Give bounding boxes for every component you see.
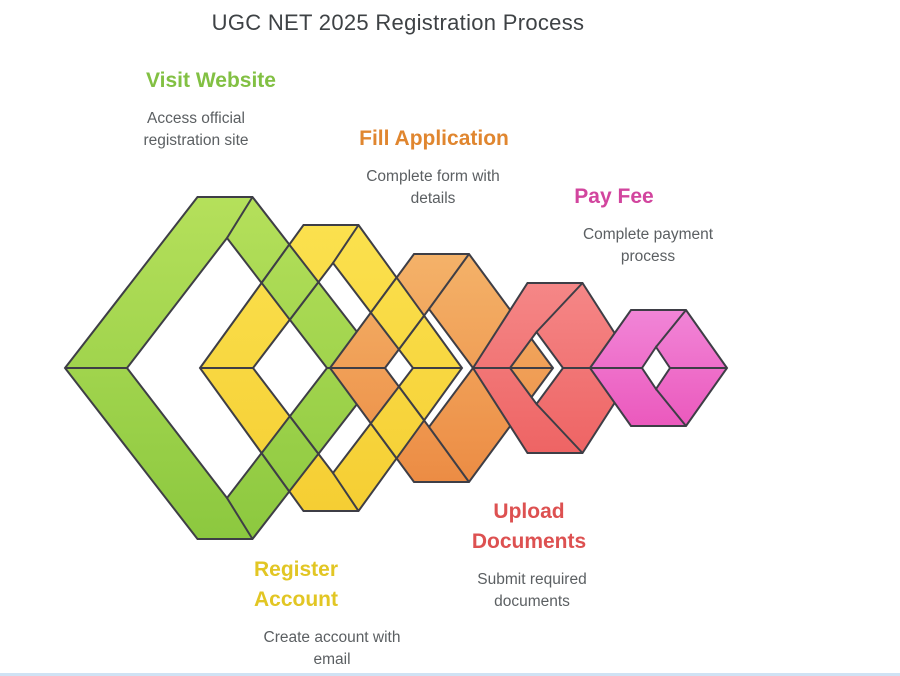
step-label-fill-application: Fill Application (359, 127, 509, 150)
ring-upload-documents (471, 282, 639, 454)
weave-patch (260, 414, 320, 494)
weave-patch (369, 384, 426, 461)
step-label-visit-website: Visit Website (146, 69, 276, 92)
step-desc-register-account: Create account with email (263, 629, 401, 668)
weave-patch (260, 242, 320, 322)
page-title: UGC NET 2025 Registration Process (211, 10, 585, 35)
bottom-edge-strip (0, 673, 900, 676)
step-desc-fill-application: Complete form with details (366, 168, 500, 207)
step-desc-pay-fee: Complete payment process (582, 226, 714, 265)
step-desc-upload-documents: Submit required documents (477, 571, 587, 610)
step-label-upload-documents: Upload Documents (471, 500, 587, 553)
weave-patch (369, 275, 426, 352)
ring-pay-fee (588, 309, 729, 427)
step-label-register-account: Register Account (253, 558, 339, 611)
step-label-pay-fee: Pay Fee (574, 185, 654, 208)
step-desc-visit-website: Access official registration site (143, 110, 249, 149)
